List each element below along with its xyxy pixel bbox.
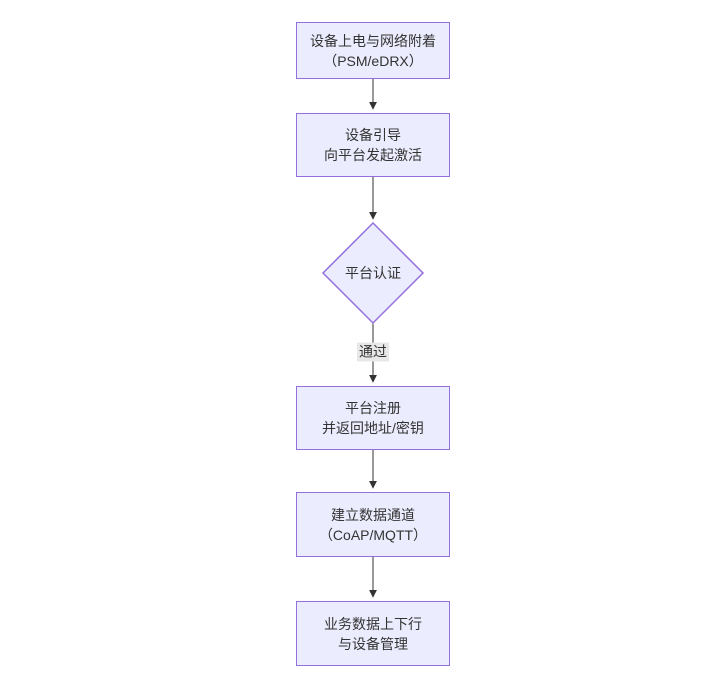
node-data-channel: 建立数据通道 （CoAP/MQTT） — [296, 492, 450, 557]
node-auth-label: 平台认证 — [345, 265, 401, 281]
decision-diamond — [321, 221, 425, 325]
node-business-data: 业务数据上下行 与设备管理 — [296, 601, 450, 666]
node-bootstrap-line1: 设备引导 — [345, 127, 401, 143]
node-register: 平台注册 并返回地址/密钥 — [296, 386, 450, 450]
node-business-data-line1: 业务数据上下行 — [324, 615, 422, 632]
node-data-channel-line2: （CoAP/MQTT） — [318, 526, 428, 543]
node-register-line1: 平台注册 — [345, 400, 401, 416]
edge-label-pass: 通过 — [357, 342, 389, 362]
node-power-attach-line2: （PSM/eDRX） — [323, 52, 423, 69]
node-register-line2: 并返回地址/密钥 — [322, 420, 424, 436]
node-power-attach-line1: 设备上电与网络附着 — [310, 32, 436, 49]
node-data-channel-line1: 建立数据通道 — [331, 506, 415, 523]
node-business-data-line2: 与设备管理 — [338, 635, 408, 652]
node-bootstrap: 设备引导 向平台发起激活 — [296, 113, 450, 177]
node-bootstrap-line2: 向平台发起激活 — [324, 147, 422, 163]
node-power-attach: 设备上电与网络附着 （PSM/eDRX） — [296, 22, 450, 79]
